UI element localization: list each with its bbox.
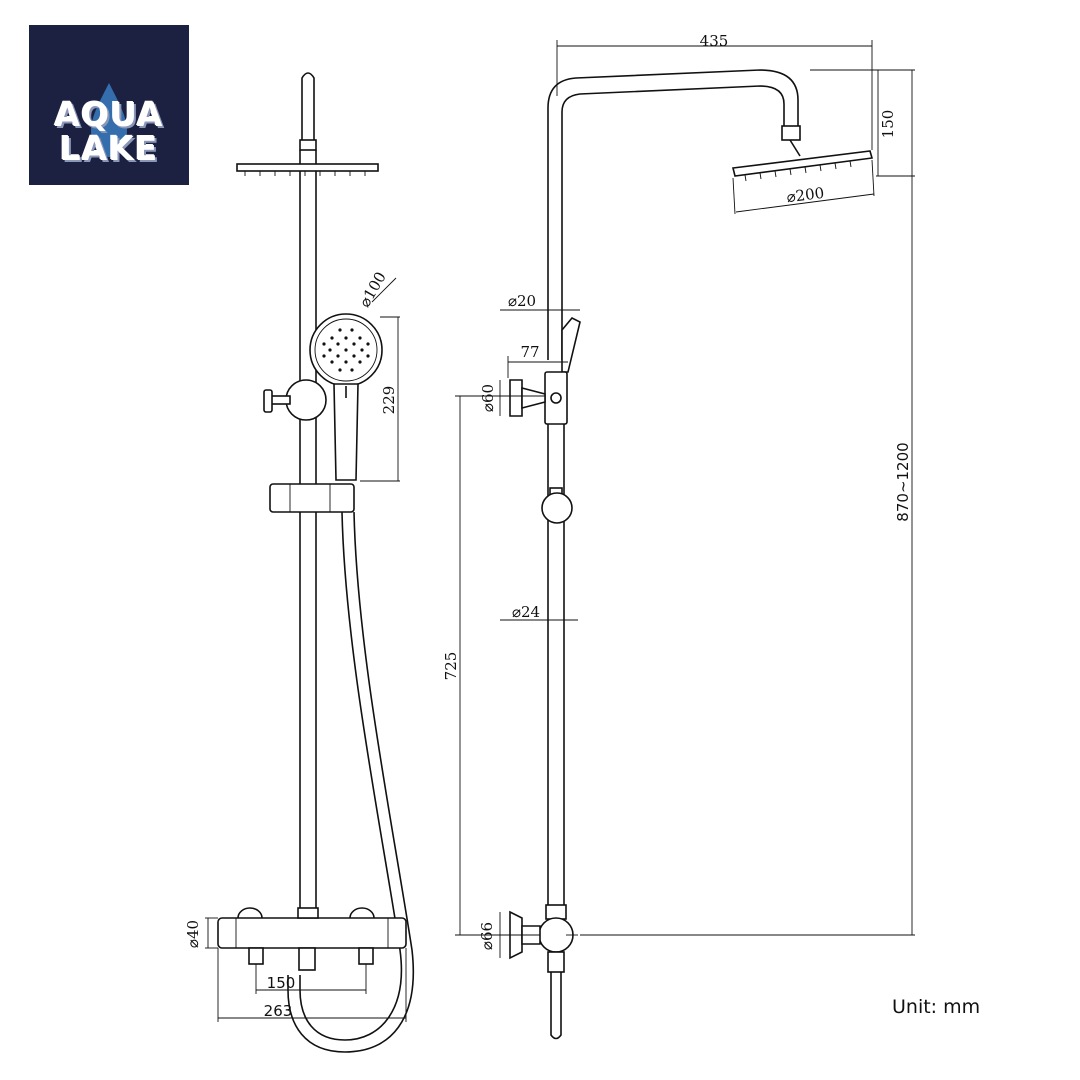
front-inlet-right xyxy=(358,947,374,965)
side-hose-connector xyxy=(550,972,562,1040)
front-mixer-body xyxy=(217,917,407,949)
side-head-joint xyxy=(781,125,801,141)
side-arm-inner xyxy=(561,85,785,360)
side-rain-head xyxy=(732,150,874,177)
side-rain-nozzles xyxy=(744,160,852,182)
side-holder-wedge xyxy=(561,317,581,373)
dim-pipe-diameter: ⌀20 xyxy=(508,292,536,310)
dim-flange-bottom-diameter: ⌀66 xyxy=(478,922,496,950)
logo-text-line-1: AQUA xyxy=(54,95,164,134)
front-pipe-joint xyxy=(299,139,317,151)
front-mixer-handle-left xyxy=(237,907,263,919)
dim-rail-diameter: ⌀24 xyxy=(512,603,540,621)
side-slider-knob xyxy=(541,492,573,524)
side-arm-outer xyxy=(547,69,799,360)
dim-head-diameter: ⌀200 xyxy=(786,184,826,206)
unit-label: Unit: mm xyxy=(892,996,981,1018)
front-inlet-left xyxy=(248,947,264,965)
dim-head-drop: 150 xyxy=(879,110,897,139)
logo-text-line-2: LAKE xyxy=(59,129,159,168)
front-top-pipe xyxy=(301,72,315,140)
front-rail-connector xyxy=(297,907,319,919)
front-hand-shower-handle xyxy=(333,383,359,481)
dim-lower-height: 725 xyxy=(442,652,460,681)
dim-hand-shower-length: 229 xyxy=(380,386,398,415)
front-view xyxy=(217,72,414,1053)
front-hose-inner xyxy=(287,511,414,1053)
front-diverter-lever xyxy=(269,395,291,405)
front-hose-outer xyxy=(299,511,403,1041)
side-flange-top xyxy=(509,379,523,417)
dim-total-height: 870~1200 xyxy=(894,442,912,521)
side-view xyxy=(509,69,874,1040)
front-mixer-handle-right xyxy=(349,907,375,919)
dim-mixer-diameter: ⌀40 xyxy=(184,920,202,948)
side-outlet-nut xyxy=(547,951,565,973)
front-rain-nozzles xyxy=(244,171,366,176)
front-dimensions xyxy=(205,277,407,1022)
side-dimensions xyxy=(455,40,915,958)
dim-flange-top-diameter: ⌀60 xyxy=(479,384,497,412)
front-hand-shower-nozzles xyxy=(322,328,370,372)
side-bottom-joint xyxy=(545,904,567,920)
dim-holder-depth: 77 xyxy=(520,343,539,361)
dim-inlet-spacing: 150 xyxy=(267,974,296,992)
front-outlet xyxy=(298,947,316,971)
brand-logo: AQUA LAKE xyxy=(29,25,189,185)
water-drop-icon xyxy=(91,83,127,157)
front-slide-holder xyxy=(269,483,355,513)
front-diverter-body xyxy=(285,379,327,421)
dim-mixer-width: 263 xyxy=(264,1002,293,1020)
dim-head-offset: 435 xyxy=(700,32,729,50)
front-rain-head xyxy=(236,163,379,172)
